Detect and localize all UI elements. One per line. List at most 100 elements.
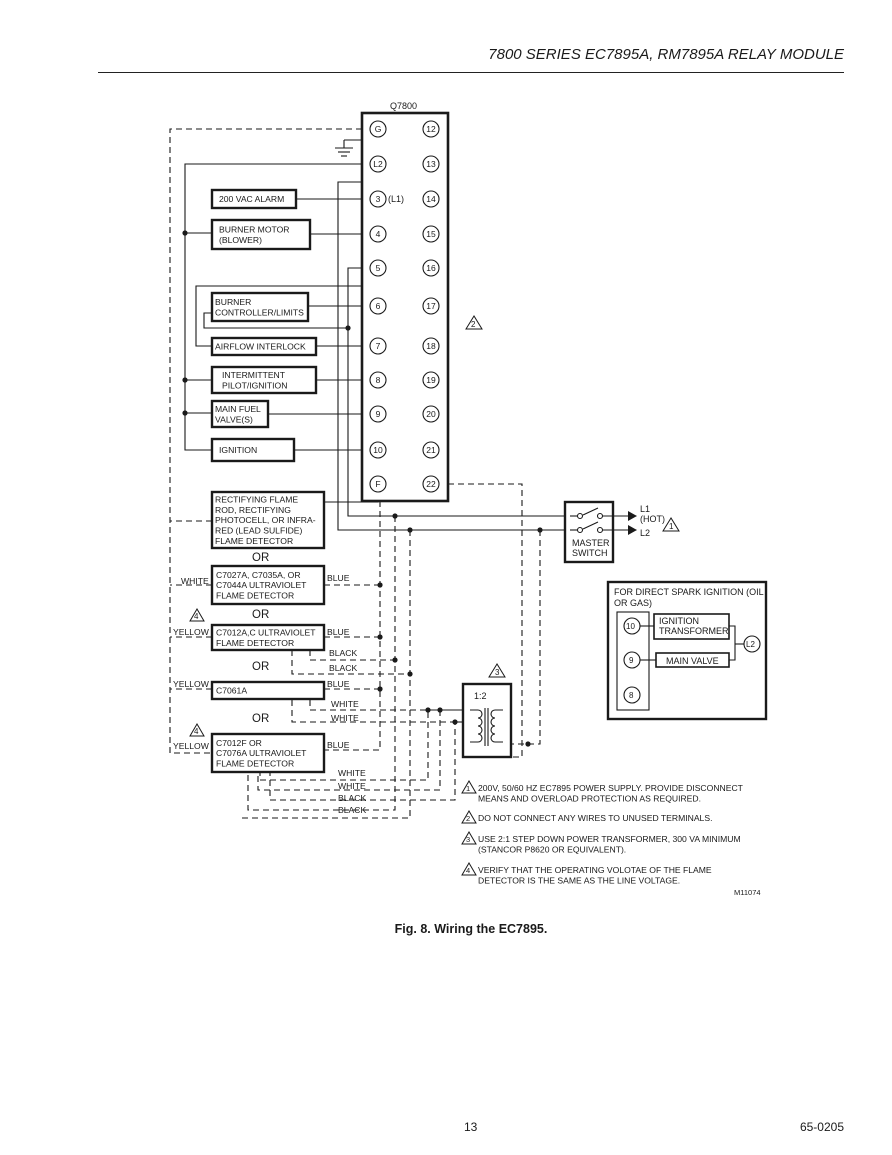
page-header-title: 7800 SERIES EC7895A, RM7895A RELAY MODUL… xyxy=(488,46,844,63)
transformer-coils xyxy=(470,708,503,746)
wire-label-white: WHITE xyxy=(181,576,209,586)
terminal-label: 21 xyxy=(426,445,436,455)
ignition-transformer-label-1: IGNITION xyxy=(659,616,699,626)
note-marker-2-label: 2 xyxy=(471,320,476,329)
burner-motor-label: BURNER MOTOR xyxy=(219,225,290,235)
c7027-detector-label: FLAME DETECTOR xyxy=(216,591,294,601)
header-rule xyxy=(98,72,844,73)
main-fuel-valve-label: MAIN FUEL xyxy=(215,404,261,414)
terminal-circle xyxy=(422,475,440,493)
white-line-1 xyxy=(247,516,396,811)
terminal-circle xyxy=(369,441,387,459)
note-number: 4 xyxy=(466,866,470,875)
terminal-label: 18 xyxy=(426,341,436,351)
white-c7012f-1 xyxy=(259,710,429,781)
black-c7012ac-2 xyxy=(291,650,410,675)
note-marker xyxy=(461,810,477,824)
terminal-label: 9 xyxy=(376,409,381,419)
l1-note: (L1) xyxy=(388,194,404,204)
terminal-circle xyxy=(369,297,387,315)
wire-label-black: BLACK xyxy=(329,663,357,673)
or-label: OR xyxy=(252,661,269,673)
black-c7012f xyxy=(269,722,456,801)
airflow-interlock-label: AIRFLOW INTERLOCK xyxy=(215,342,306,352)
note-number: 1 xyxy=(466,784,470,793)
note-marker-1: 1 xyxy=(662,517,680,532)
c7027-detector-label: C7044A ULTRAVIOLET xyxy=(216,580,307,590)
ignition-transformer-box xyxy=(653,613,730,640)
terminal-label: 3 xyxy=(376,194,381,204)
c7012f-detector-box xyxy=(210,732,326,774)
note-text: (STANCOR P8620 OR EQUIVALENT). xyxy=(478,845,626,855)
note-marker-3: 3 xyxy=(488,663,506,678)
ignition-box xyxy=(210,437,296,463)
terminal-label: 19 xyxy=(426,375,436,385)
terminal-label: 12 xyxy=(426,124,436,134)
terminal-circle xyxy=(422,190,440,208)
or-label: OR xyxy=(252,713,269,725)
burner-controller-label: BURNER xyxy=(215,297,251,307)
c7012ac-detector-label: FLAME DETECTOR xyxy=(216,638,294,648)
terminal-circle xyxy=(369,371,387,389)
wire-label-yellow: YELLOW xyxy=(173,627,210,637)
c7061-detector-label: C7061A xyxy=(216,686,247,696)
note-number: 2 xyxy=(466,814,470,823)
c7012f-detector-label: C7076A ULTRAVIOLET xyxy=(216,748,307,758)
l2-common-bus xyxy=(184,163,366,451)
terminal-circle xyxy=(369,155,387,173)
wire-label-white: WHITE xyxy=(338,768,366,778)
airflow-interlock-box xyxy=(210,336,318,357)
terminal-label: 6 xyxy=(376,301,381,311)
or-labels: OR OR OR OR xyxy=(252,552,269,725)
note-marker-4a: 4 xyxy=(189,608,205,622)
pilot-ignition-label: INTERMITTENT xyxy=(222,370,286,380)
terminal-label: 20 xyxy=(426,409,436,419)
wire-label-blue: BLUE xyxy=(327,573,350,583)
ds-l2-terminal xyxy=(743,635,761,653)
terminal-circle xyxy=(369,120,387,138)
note-marker xyxy=(461,862,477,876)
burner-motor-label: (BLOWER) xyxy=(219,235,262,245)
wire-label-blue: BLUE xyxy=(327,679,350,689)
main-fuel-valve-box xyxy=(210,399,270,429)
note-number: 3 xyxy=(466,835,470,844)
burner-controller-box xyxy=(210,291,310,323)
terminal-circle xyxy=(422,337,440,355)
terminal-label: 14 xyxy=(426,194,436,204)
note-marker xyxy=(461,831,477,845)
white-c7061-1 xyxy=(257,700,441,791)
note-text: 200V, 50/60 HZ EC7895 POWER SUPPLY. PROV… xyxy=(478,783,744,793)
note-marker-4b-label: 4 xyxy=(194,727,199,736)
wire-label-white: WHITE xyxy=(331,713,359,723)
ds-l2-label: L2 xyxy=(746,640,755,649)
l1-feed-outer xyxy=(337,181,570,531)
drawing-id: M11074 xyxy=(734,888,761,897)
wire-label-yellow: YELLOW xyxy=(173,741,210,751)
ds-terminal-9: 9 xyxy=(629,656,634,665)
terminal-circle xyxy=(422,297,440,315)
notes-list: 1 200V, 50/60 HZ EC7895 POWER SUPPLY. PRO… xyxy=(461,780,744,886)
or-label: OR xyxy=(252,552,269,564)
terminal-circle xyxy=(369,337,387,355)
c7012ac-detector-label: C7012A,C ULTRAVIOLET xyxy=(216,628,316,638)
l2-label: L2 xyxy=(640,528,650,538)
master-switch-label-2: SWITCH xyxy=(572,548,608,558)
direct-spark-terminal-strip xyxy=(616,611,650,711)
note-text: USE 2:1 STEP DOWN POWER TRANSFORMER, 300… xyxy=(478,834,741,844)
note-marker-2: 2 xyxy=(465,315,483,330)
master-switch-label-1: MASTER xyxy=(572,538,610,548)
note-text: DO NOT CONNECT ANY WIRES TO UNUSED TERMI… xyxy=(478,813,712,823)
figure-caption: Fig. 8. Wiring the EC7895. xyxy=(394,922,548,936)
wire-limits-to-l1 xyxy=(203,312,348,329)
terminal-label: 17 xyxy=(426,301,436,311)
c7027-detector-label: C7027A, C7035A, OR xyxy=(216,570,301,580)
or-label: OR xyxy=(252,609,269,621)
terminal-circle xyxy=(422,371,440,389)
terminal-circle xyxy=(422,405,440,423)
burner-controller-label: CONTROLLER/LIMITS xyxy=(215,307,304,317)
wire-label-white: WHITE xyxy=(331,699,359,709)
white-c7061-2 xyxy=(291,700,455,723)
terminal-circle xyxy=(369,259,387,277)
